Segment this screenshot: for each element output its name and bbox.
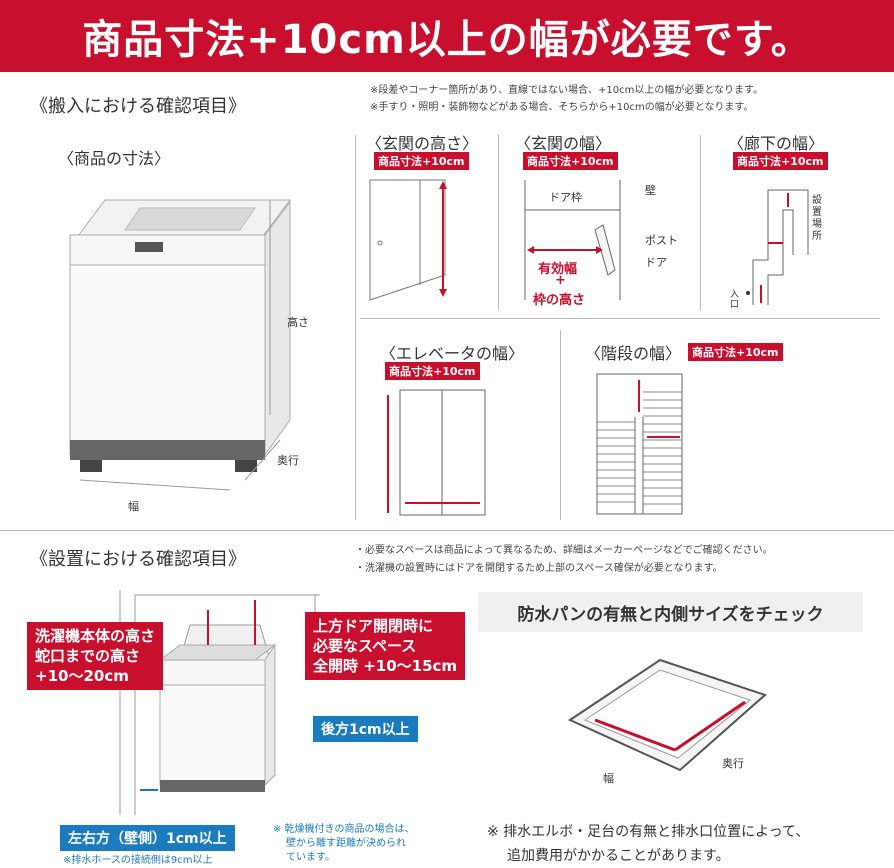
- tag-hallway-width: 商品寸法+10cm: [733, 152, 828, 170]
- washer-illustration: [69, 199, 291, 491]
- callout-faucet-line-3: +10〜20cm: [35, 667, 129, 685]
- dim-depth-label: 奥行: [277, 454, 299, 467]
- divider-elevator: [560, 330, 561, 520]
- carry-in-heading: 《搬入における確認項目》: [30, 96, 246, 117]
- entrance-width-heading: 〈玄関の幅〉: [515, 134, 612, 153]
- pan-width-label: 幅: [603, 772, 614, 785]
- divider-section: [0, 530, 894, 531]
- dryer-note-line-2: 壁から離す距離が決められ: [286, 838, 406, 849]
- divider-vertical: [355, 135, 356, 520]
- callout-top-line-2: 必要なスペース: [313, 637, 417, 655]
- label-entrance: 入口: [730, 290, 740, 310]
- dim-height-label: 高さ: [287, 316, 309, 329]
- tag-elevator-width: 商品寸法+10cm: [385, 362, 480, 380]
- stairs-width-heading: 〈階段の幅〉: [585, 344, 682, 363]
- label-door-frame: ドア枠: [549, 191, 582, 204]
- hallway-width-heading: 〈廊下の幅〉: [728, 134, 825, 153]
- elbow-note: ※ 排水エルボ・足台の有無と排水口位置によって、 追加費用がかかることがあります…: [487, 820, 809, 868]
- label-effective-width: 有効幅: [538, 262, 578, 277]
- entrance-height-heading: 〈玄関の高さ〉: [366, 134, 479, 153]
- install-note-2: ・洗濯機の設置時にはドアを開閉するため上部のスペース確保が必要となります。: [355, 563, 723, 574]
- tag-entrance-height: 商品寸法+10cm: [374, 152, 469, 170]
- divider-horizontal: [360, 318, 880, 319]
- tag-entrance-width: 商品寸法+10cm: [523, 152, 618, 170]
- elbow-note-line-2: 追加費用がかかることがあります。: [507, 848, 730, 864]
- callout-faucet-line-2: 蛇口までの高さ: [35, 647, 141, 665]
- drain-note: ※排水ホースの接続側は9cm以上: [63, 855, 213, 866]
- elbow-note-line-1: ※ 排水エルボ・足台の有無と排水口位置によって、: [487, 824, 810, 840]
- pan-depth-label: 奥行: [722, 757, 744, 770]
- install-heading: 《設置における確認項目》: [30, 549, 246, 570]
- label-post: ポスト: [645, 234, 678, 247]
- callout-top-space: 上方ドア開閉時に 必要なスペース 全開時 +10〜15cm: [305, 612, 466, 680]
- dryer-note: ※ 乾燥機付きの商品の場合は、 壁から離す距離が決められ ています。: [273, 823, 415, 865]
- entrance-width-diagram: [524, 180, 621, 300]
- callout-side: 左右方（壁側）1cm以上: [60, 825, 235, 851]
- divider-door: [498, 135, 499, 310]
- label-wall: 壁: [645, 184, 656, 197]
- tag-stairs-width: 商品寸法+10cm: [688, 343, 783, 361]
- entrance-height-diagram: [369, 179, 447, 301]
- label-plus: +: [555, 273, 566, 288]
- hallway-diagram: [746, 189, 809, 305]
- elevator-width-heading: 〈エレベータの幅〉: [380, 344, 525, 363]
- pan-illustration: [567, 658, 767, 772]
- install-note-1: ・必要なスペースは商品によって異なるため、詳細はメーカーページなどでご確認くださ…: [355, 545, 773, 556]
- dryer-note-line-3: ています。: [286, 852, 335, 863]
- label-install-place: 設置場所: [812, 195, 822, 242]
- elevator-diagram: [387, 389, 486, 516]
- callout-top-line-1: 上方ドア開閉時に: [313, 617, 434, 635]
- product-size-heading: 〈商品の寸法〉: [58, 149, 171, 168]
- callout-back: 後方1cm以上: [313, 716, 418, 742]
- label-frame-height: 枠の高さ: [533, 293, 586, 308]
- label-door: ドア: [645, 256, 667, 269]
- callout-top-line-3: 全開時 +10〜15cm: [313, 657, 458, 675]
- pan-heading: 防水パンの有無と内側サイズをチェック: [478, 592, 863, 632]
- carry-in-note-1: ※段差やコーナー箇所があり、直線ではない場合、+10cm以上の幅が必要となります…: [370, 85, 764, 96]
- stairs-diagram: [596, 373, 683, 515]
- callout-faucet-height: 洗濯機本体の高さ 蛇口までの高さ +10〜20cm: [27, 622, 164, 690]
- carry-in-note-2: ※手すり・照明・装飾物などがある場合、そちらから+10cmの幅が必要となります。: [370, 102, 754, 113]
- dryer-note-line-1: ※ 乾燥機付きの商品の場合は、: [273, 824, 415, 835]
- banner-title: 商品寸法+10cm以上の幅が必要です。: [0, 0, 894, 72]
- callout-faucet-line-1: 洗濯機本体の高さ: [35, 627, 156, 645]
- divider-hall: [700, 135, 701, 310]
- install-illustration: [119, 590, 320, 815]
- dim-width-label: 幅: [128, 500, 139, 513]
